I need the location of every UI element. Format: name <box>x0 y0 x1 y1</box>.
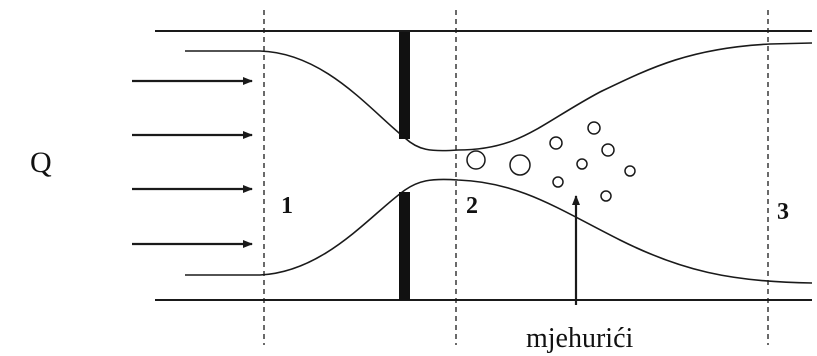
bubble <box>549 136 563 150</box>
venturi-upper-contour <box>185 42 813 152</box>
orifice-plate-top <box>399 32 410 139</box>
bubble <box>552 176 564 188</box>
orifice-plate-bottom <box>399 192 410 300</box>
venturi-lower-contour <box>185 178 813 284</box>
bubbles-label: mjehurići <box>526 323 634 354</box>
section-label-2: 2 <box>466 193 478 219</box>
section-label-1: 1 <box>281 193 293 219</box>
bubble <box>587 121 601 135</box>
bubble <box>576 158 588 170</box>
bubble <box>600 190 612 202</box>
bubble <box>624 165 636 177</box>
bubbles-group <box>466 121 636 202</box>
bubble <box>601 143 615 157</box>
bubble <box>509 154 531 176</box>
flow-label: Q <box>30 146 52 179</box>
section-label-3: 3 <box>777 199 789 225</box>
bubble <box>466 150 486 170</box>
